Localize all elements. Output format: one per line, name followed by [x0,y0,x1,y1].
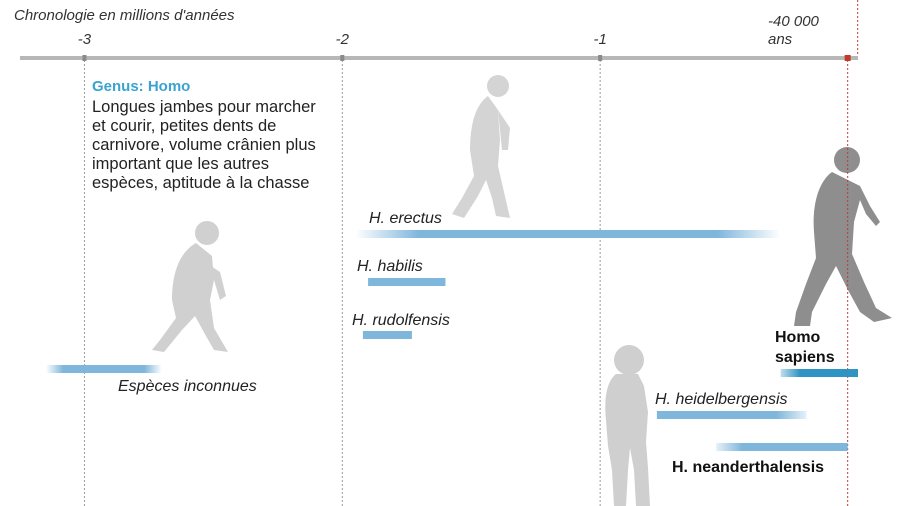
species-bar [45,365,162,373]
marker-label: -40 000 [768,13,820,30]
genus-block: Genus: Homo Longues jambes pour marchere… [92,78,316,192]
genus-description-line: espèces, aptitude à la chasse [92,174,309,192]
genus-description-line: Longues jambes pour marcher [92,98,316,116]
genus-description-line: et courir, petites dents de [92,117,276,135]
species-label: H. neanderthalensis [672,459,824,476]
hominid-heidelbergensis [605,345,650,506]
tick-mark [598,55,603,61]
species-bar [368,278,446,286]
species-label: sapiens [775,349,835,366]
tick-label: -3 [78,31,92,48]
species-bars [45,230,858,451]
species-label: H. erectus [369,210,442,227]
species-label: Espèces inconnues [118,378,257,395]
hominid-erectus [452,75,510,218]
species-label: Homo [775,329,821,346]
tick-mark [340,55,345,61]
tick-label: -2 [336,31,350,48]
marker-label: ans [768,31,793,48]
species-labels: H. erectus H. habilis H. rudolfensisEspèce… [118,210,835,476]
genus-description-line: important que les autres [92,155,269,173]
tick-label: -1 [593,31,606,48]
species-label: H. habilis [357,258,423,275]
axis-title: Chronologie en millions d'années [14,7,235,24]
species-label: H. rudolfensis [352,312,450,329]
species-bar [780,369,858,377]
tick-mark [82,55,87,61]
species-bar [716,443,848,451]
genus-title: Genus: Homo [92,78,190,95]
species-bar [355,230,781,238]
hominid-sapiens [794,147,892,326]
hominid-unknown [152,221,228,352]
species-label: H. heidelbergensis [655,391,788,408]
marker-tick [844,55,851,61]
genus-description-line: carnivore, volume crânien plus [92,136,316,154]
species-bar [656,411,807,419]
gridlines [83,0,859,506]
species-bar [362,331,412,339]
axis-line [20,56,858,60]
